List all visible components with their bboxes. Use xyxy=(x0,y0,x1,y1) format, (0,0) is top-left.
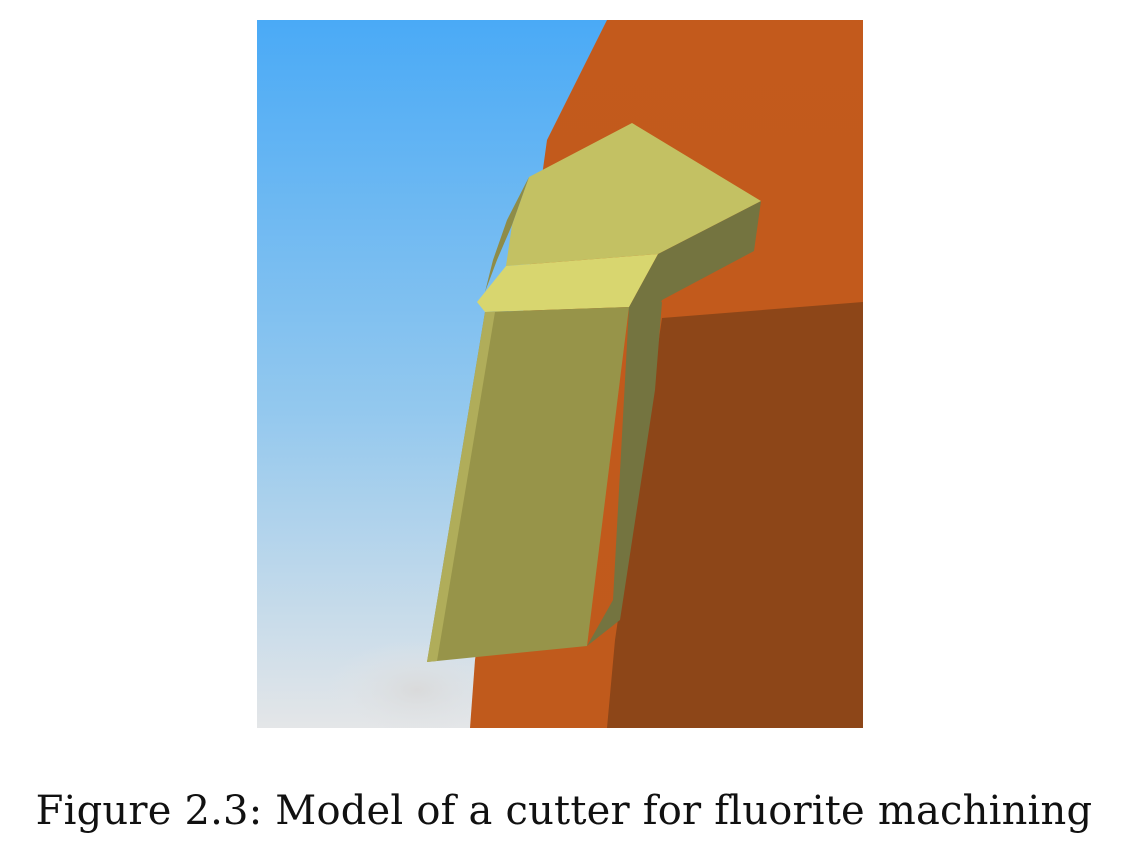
cutter-shank-side xyxy=(587,302,662,646)
cutter-side-face xyxy=(625,201,761,312)
figure-image xyxy=(257,20,863,728)
cutter-model-render xyxy=(257,20,863,728)
cutter-edge-face xyxy=(477,254,658,312)
cutter-front-highlight xyxy=(427,312,495,662)
cutter-top-face xyxy=(506,123,761,266)
haze xyxy=(327,640,507,728)
cutter-left-bevel xyxy=(485,177,529,292)
workpiece-shadow-block xyxy=(607,302,863,728)
figure-caption: Figure 2.3: Model of a cutter for fluori… xyxy=(35,788,1093,834)
